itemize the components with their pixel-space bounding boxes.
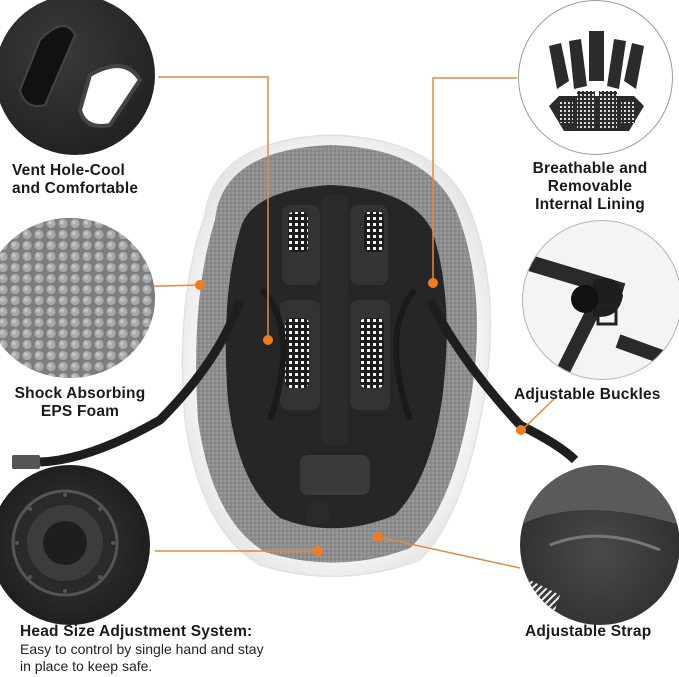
rear-dial [306, 501, 330, 525]
chin-strap-right [425, 297, 579, 464]
chin-strap-left [39, 298, 245, 467]
strap-buckle-left [12, 455, 40, 469]
dot-eps [195, 280, 205, 290]
strap-padding-closeup [520, 465, 679, 625]
vent-label: Vent Hole-Cool and Comfortable [12, 162, 138, 198]
vent-hole-closeup [0, 0, 155, 155]
leader-strap [377, 536, 521, 569]
leader-vent [158, 76, 269, 338]
lining-label: Breathable and Removable Internal Lining [505, 160, 675, 214]
adjust-desc-line2: in place to keep safe. [20, 658, 153, 674]
lining-title-line2: Removable [547, 178, 633, 195]
eps-foam-closeup [0, 218, 155, 378]
vent-title-line2: and Comfortable [12, 180, 139, 197]
leader-lining [432, 77, 517, 282]
lining-title-line3: Internal Lining [535, 196, 645, 213]
dot-strap [373, 532, 383, 542]
dot-adjust [313, 546, 323, 556]
adjust-description: Easy to control by single hand and stay … [20, 641, 264, 675]
buckle-closeup [522, 220, 679, 380]
dot-lining [428, 278, 438, 288]
adjust-title: Head Size Adjustment System: [20, 623, 253, 640]
dot-buckles [516, 425, 526, 435]
dot-vent [263, 335, 273, 345]
eps-title-line1: Shock Absorbing [14, 385, 146, 402]
leader-buckles [521, 397, 556, 431]
adjust-desc-line1: Easy to control by single hand and stay [20, 641, 264, 657]
pad-center [322, 195, 348, 445]
dial-adjuster-closeup [0, 465, 150, 625]
rear-dial-housing [300, 455, 370, 495]
buckles-label: Adjustable Buckles [514, 386, 661, 403]
vent-title-line1: Vent Hole-Cool [12, 162, 126, 179]
internal-lining-closeup [518, 0, 673, 155]
strap-label: Adjustable Strap [525, 623, 652, 640]
eps-title-line2: EPS Foam [40, 403, 120, 420]
eps-label: Shock Absorbing EPS Foam [0, 385, 160, 421]
lining-title-line1: Breathable and [532, 160, 648, 177]
